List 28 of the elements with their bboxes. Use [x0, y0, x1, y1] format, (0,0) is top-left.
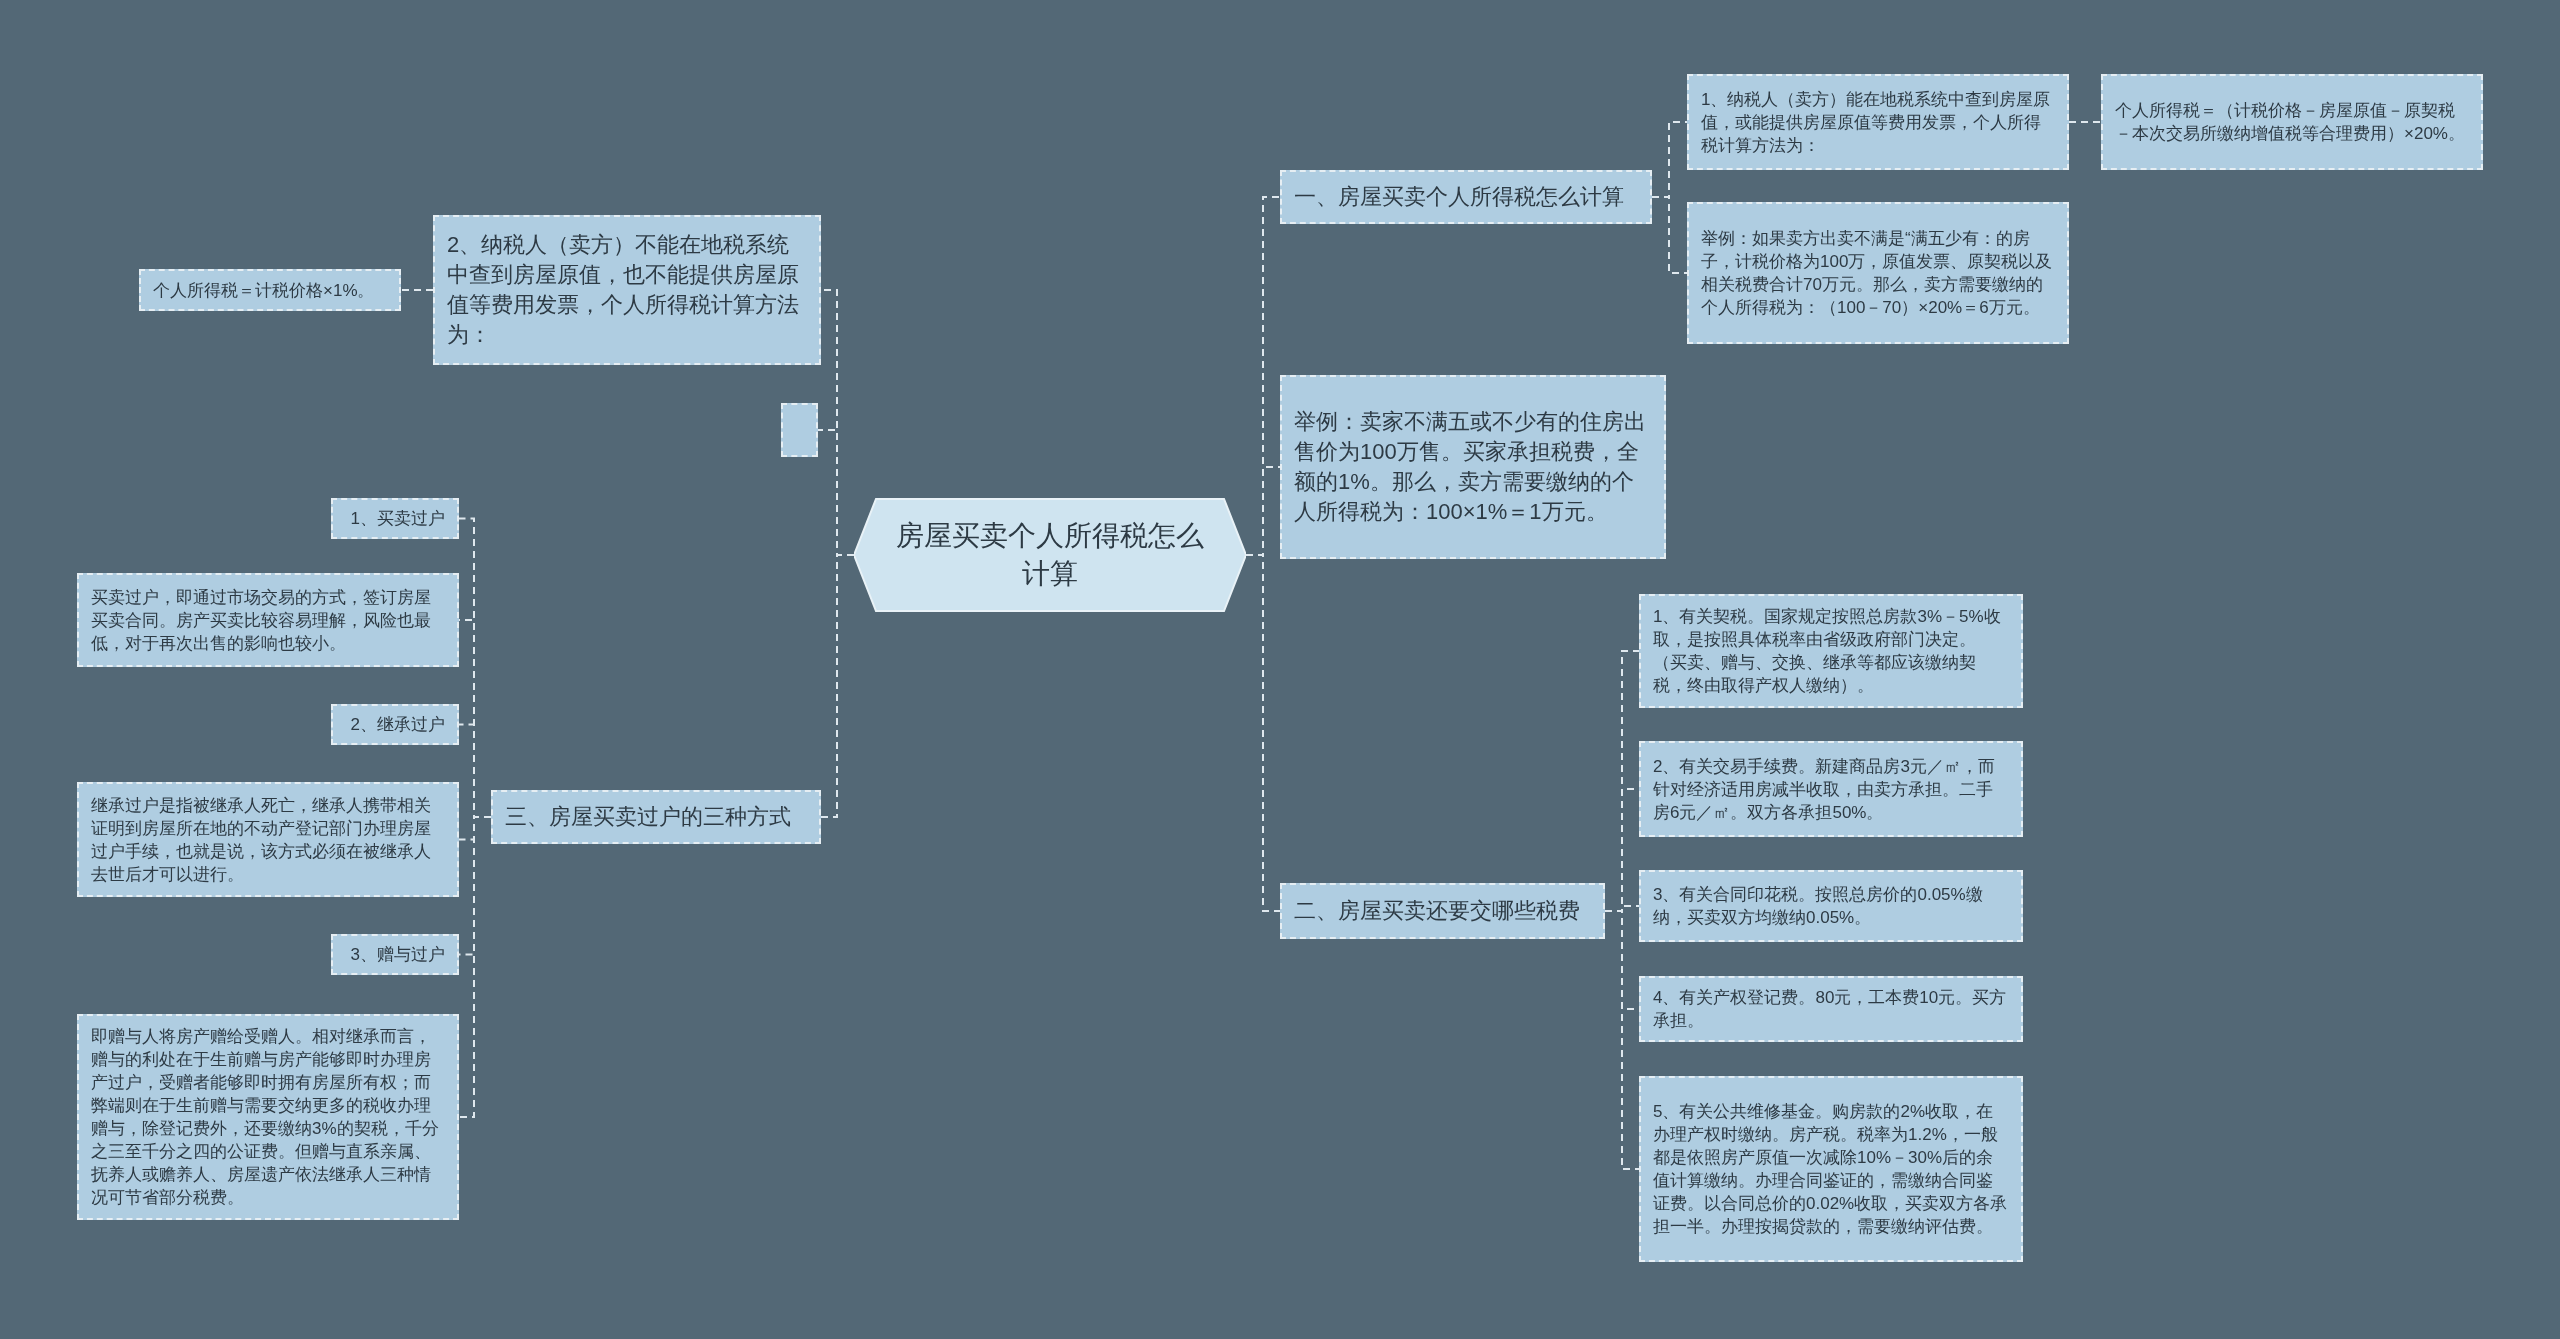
topic-box: 1、纳税人（卖方）能在地税系统中查到房屋原值，或能提供房屋原值等费用发票，个人所得税计算方法为： [1687, 74, 2069, 170]
topic-box: 5、有关公共维修基金。购房款的2%收取，在办理产权时缴纳。房产税。税率为1.2%，一般都是依照房产原值一次减除10%－30%后的余值计算缴纳。办理合同鉴证的，需缴纳合同鉴证费。以合同总价的0.02%收取，买卖双方各承担一半。办理按揭贷款的，需要缴纳评估费。 [1639, 1076, 2023, 1262]
topic-box: 3、有关合同印花税。按照总房价的0.05%缴纳，买卖双方均缴纳0.05%。 [1639, 870, 2023, 942]
connector-line [458, 816, 492, 1118]
connector-line [1604, 910, 1640, 1170]
topic-box: 三、房屋买卖过户的三种方式 [491, 790, 821, 844]
topic-box: 4、有关产权登记费。80元，工本费10元。买方承担。 [1639, 976, 2023, 1042]
topic-box: 二、房屋买卖还要交哪些税费 [1280, 883, 1605, 939]
topic-box: 3、赠与过户 [331, 934, 459, 975]
topic-box: 2、继承过户 [331, 704, 459, 745]
topic-box: 继承过户是指被继承人死亡，继承人携带相关证明到房屋所在地的不动产登记部门办理房屋过户手续，也就是说，该方式必须在被继承人去世后才可以进行。 [77, 782, 459, 897]
topic-box: 1、买卖过户 [331, 498, 459, 539]
topic-box: 举例：卖家不满五或不少有的住房出售价为100万售。买家承担税费，全额的1%。那么，卖方需要缴纳的个人所得税为：100×1%＝1万元。 [1280, 375, 1666, 559]
topic-box: 一、房屋买卖个人所得税怎么计算 [1280, 170, 1652, 224]
connector-line [2068, 121, 2102, 123]
connector-line [1651, 196, 1688, 274]
connector-line [400, 289, 434, 291]
topic-box: 买卖过户，即通过市场交易的方式，签订房屋买卖合同。房产买卖比较容易理解，风险也最低，对于再次出售的影响也较小。 [77, 573, 459, 667]
connector-line [820, 554, 855, 818]
topic-box: 2、有关交易手续费。新建商品房3元／㎡，而针对经济适用房减半收取，由卖方承担。二手房6元／㎡。双方各承担50%。 [1639, 741, 2023, 837]
topic-box: 举例：如果卖方出卖不满是“满五少有：的房子，计税价格为100万，原值发票、原契税以及相关税费合计70万元。那么，卖方需要缴纳的个人所得税为：（100－70）×20%＝6万元。 [1687, 202, 2069, 344]
topic-box: 2、纳税人（卖方）不能在地税系统中查到房屋原值，也不能提供房屋原值等费用发票，个人所得税计算方法为： [433, 215, 821, 365]
empty-box [781, 403, 818, 457]
topic-box: 即赠与人将房产赠给受赠人。相对继承而言，赠与的利处在于生前赠与房产能够即时办理房产过户，受赠者能够即时拥有房屋所有权；而弊端则在于生前赠与需要交纳更多的税收办理赠与，除登记费外，还要缴纳3%的契税，千分之三至千分之四的公证费。但赠与直系亲属、抚养人或赡养人、房屋遗产依法继承人三种情况可节省部分税费。 [77, 1014, 459, 1220]
topic-box: 个人所得税＝（计税价格－房屋原值－原契税－本次交易所缴纳增值税等合理费用）×20%。 [2101, 74, 2483, 170]
topic-box: 1、有关契税。国家规定按照总房款3%－5%收取，是按照具体税率由省级政府部门决定。（买卖、赠与、交换、继承等都应该缴纳契税，终由取得产权人缴纳）。 [1639, 594, 2023, 708]
topic-box: 个人所得税＝计税价格×1%。 [139, 269, 401, 311]
central-topic-hexagon: 房屋买卖个人所得税怎么计算 [854, 498, 1246, 612]
